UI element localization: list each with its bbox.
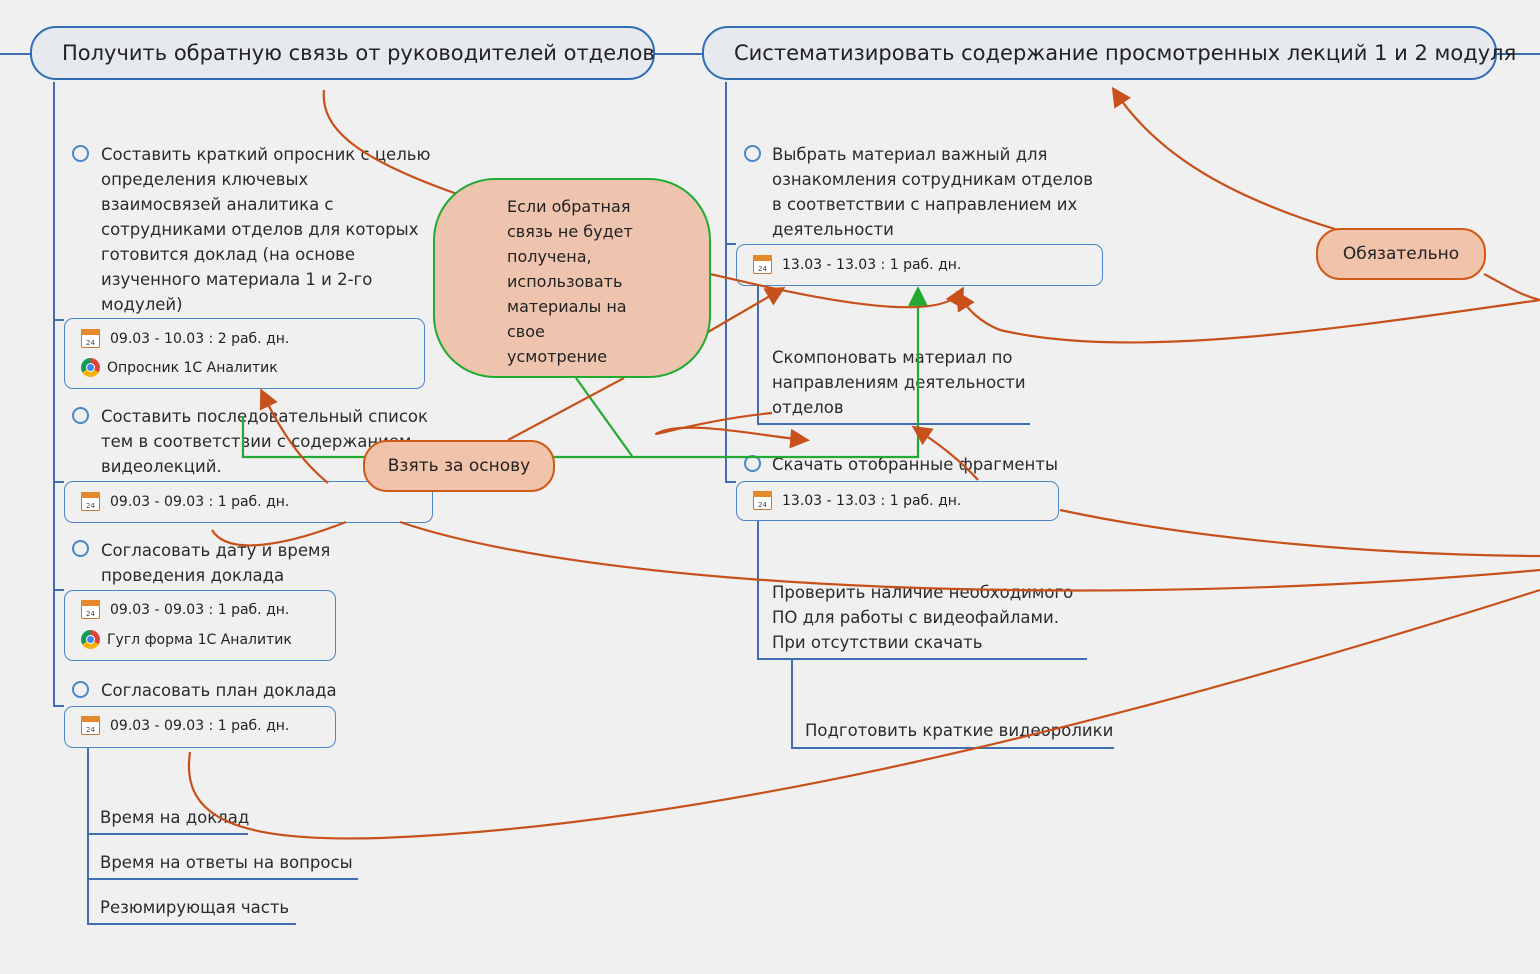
task-checkbox[interactable]	[744, 145, 761, 162]
task-info-box	[736, 244, 1103, 286]
task-check-software[interactable]: Проверить наличие необходимого ПО для ра…	[772, 583, 1074, 652]
task-prepare-videos[interactable]: Подготовить краткие видеоролики	[805, 721, 1114, 740]
task-link[interactable]: Гугл форма 1С Аналитик	[81, 630, 292, 649]
calendar-icon: 24	[753, 491, 772, 510]
calendar-icon: 24	[81, 492, 100, 511]
task-dates: 24 13.03 - 13.03 : 1 раб. дн.	[753, 491, 961, 510]
callout-feedback-note-text: Если обратная связь не будет получена, и…	[507, 197, 633, 366]
callout-base[interactable]: Взять за основу	[363, 440, 555, 492]
task-link[interactable]: Опросник 1С Аналитик	[81, 358, 278, 377]
callout-required[interactable]: Обязательно	[1316, 228, 1486, 280]
task-dates: 24 09.03 - 09.03 : 1 раб. дн.	[81, 600, 289, 619]
topic-feedback[interactable]: Получить обратную связь от руководителей…	[30, 26, 655, 80]
task-dates-text: 09.03 - 10.03 : 2 раб. дн.	[110, 330, 290, 347]
task-dates: 24 09.03 - 09.03 : 1 раб. дн.	[81, 716, 289, 735]
callout-required-text: Обязательно	[1342, 244, 1460, 264]
task-download-fragments[interactable]: Скачать отобранные фрагменты	[772, 455, 1058, 474]
task-info-box	[64, 706, 336, 748]
task-checkbox[interactable]	[72, 681, 89, 698]
task-info-box	[736, 481, 1059, 521]
task-dates-text: 09.03 - 09.03 : 1 раб. дн.	[110, 493, 290, 510]
task-info-box	[64, 590, 336, 661]
task-select-material[interactable]: Выбрать материал важный для ознакомления…	[772, 145, 1093, 239]
task-link-text[interactable]: Гугл форма 1С Аналитик	[107, 631, 292, 648]
chrome-icon	[81, 358, 100, 377]
chrome-icon	[81, 630, 100, 649]
topic-systematize-label: Систематизировать содержание просмотренн…	[734, 41, 1517, 65]
task-dates: 24 09.03 - 09.03 : 1 раб. дн.	[81, 492, 289, 511]
calendar-icon: 24	[81, 600, 100, 619]
calendar-icon: 24	[81, 716, 100, 735]
task-dates-text: 09.03 - 09.03 : 1 раб. дн.	[110, 717, 290, 734]
task-agree-plan[interactable]: Согласовать план доклада	[101, 681, 337, 700]
calendar-icon: 24	[753, 255, 772, 274]
callout-base-text: Взять за основу	[387, 456, 531, 476]
task-checkbox[interactable]	[72, 145, 89, 162]
task-dates-text: 13.03 - 13.03 : 1 раб. дн.	[782, 492, 962, 509]
task-topic-list[interactable]: Составить последовательный список тем в …	[101, 407, 428, 476]
subitem-summary[interactable]: Резюмирующая часть	[100, 898, 290, 917]
callout-feedback-note[interactable]: Если обратная связь не будет получена, и…	[433, 178, 711, 378]
task-questionnaire[interactable]: Составить краткий опросник с целью опред…	[101, 145, 431, 314]
task-dates-text: 13.03 - 13.03 : 1 раб. дн.	[782, 256, 962, 273]
task-info-box	[64, 481, 433, 523]
task-dates: 24 09.03 - 10.03 : 2 раб. дн.	[81, 329, 289, 348]
task-dates: 24 13.03 - 13.03 : 1 раб. дн.	[753, 255, 961, 274]
task-agree-date[interactable]: Согласовать дату и время проведения докл…	[101, 541, 331, 585]
task-checkbox[interactable]	[72, 540, 89, 557]
task-link-text[interactable]: Опросник 1С Аналитик	[107, 359, 278, 376]
task-dates-text: 09.03 - 09.03 : 1 раб. дн.	[110, 601, 290, 618]
task-checkbox[interactable]	[72, 407, 89, 424]
subitem-qa-time[interactable]: Время на ответы на вопросы	[100, 853, 353, 872]
topic-feedback-label: Получить обратную связь от руководителей…	[62, 41, 655, 65]
task-info-box	[64, 318, 425, 389]
calendar-icon: 24	[81, 329, 100, 348]
task-compose-material[interactable]: Скомпоновать материал по направлениям де…	[772, 348, 1026, 417]
topic-systematize[interactable]: Систематизировать содержание просмотренн…	[702, 26, 1516, 80]
